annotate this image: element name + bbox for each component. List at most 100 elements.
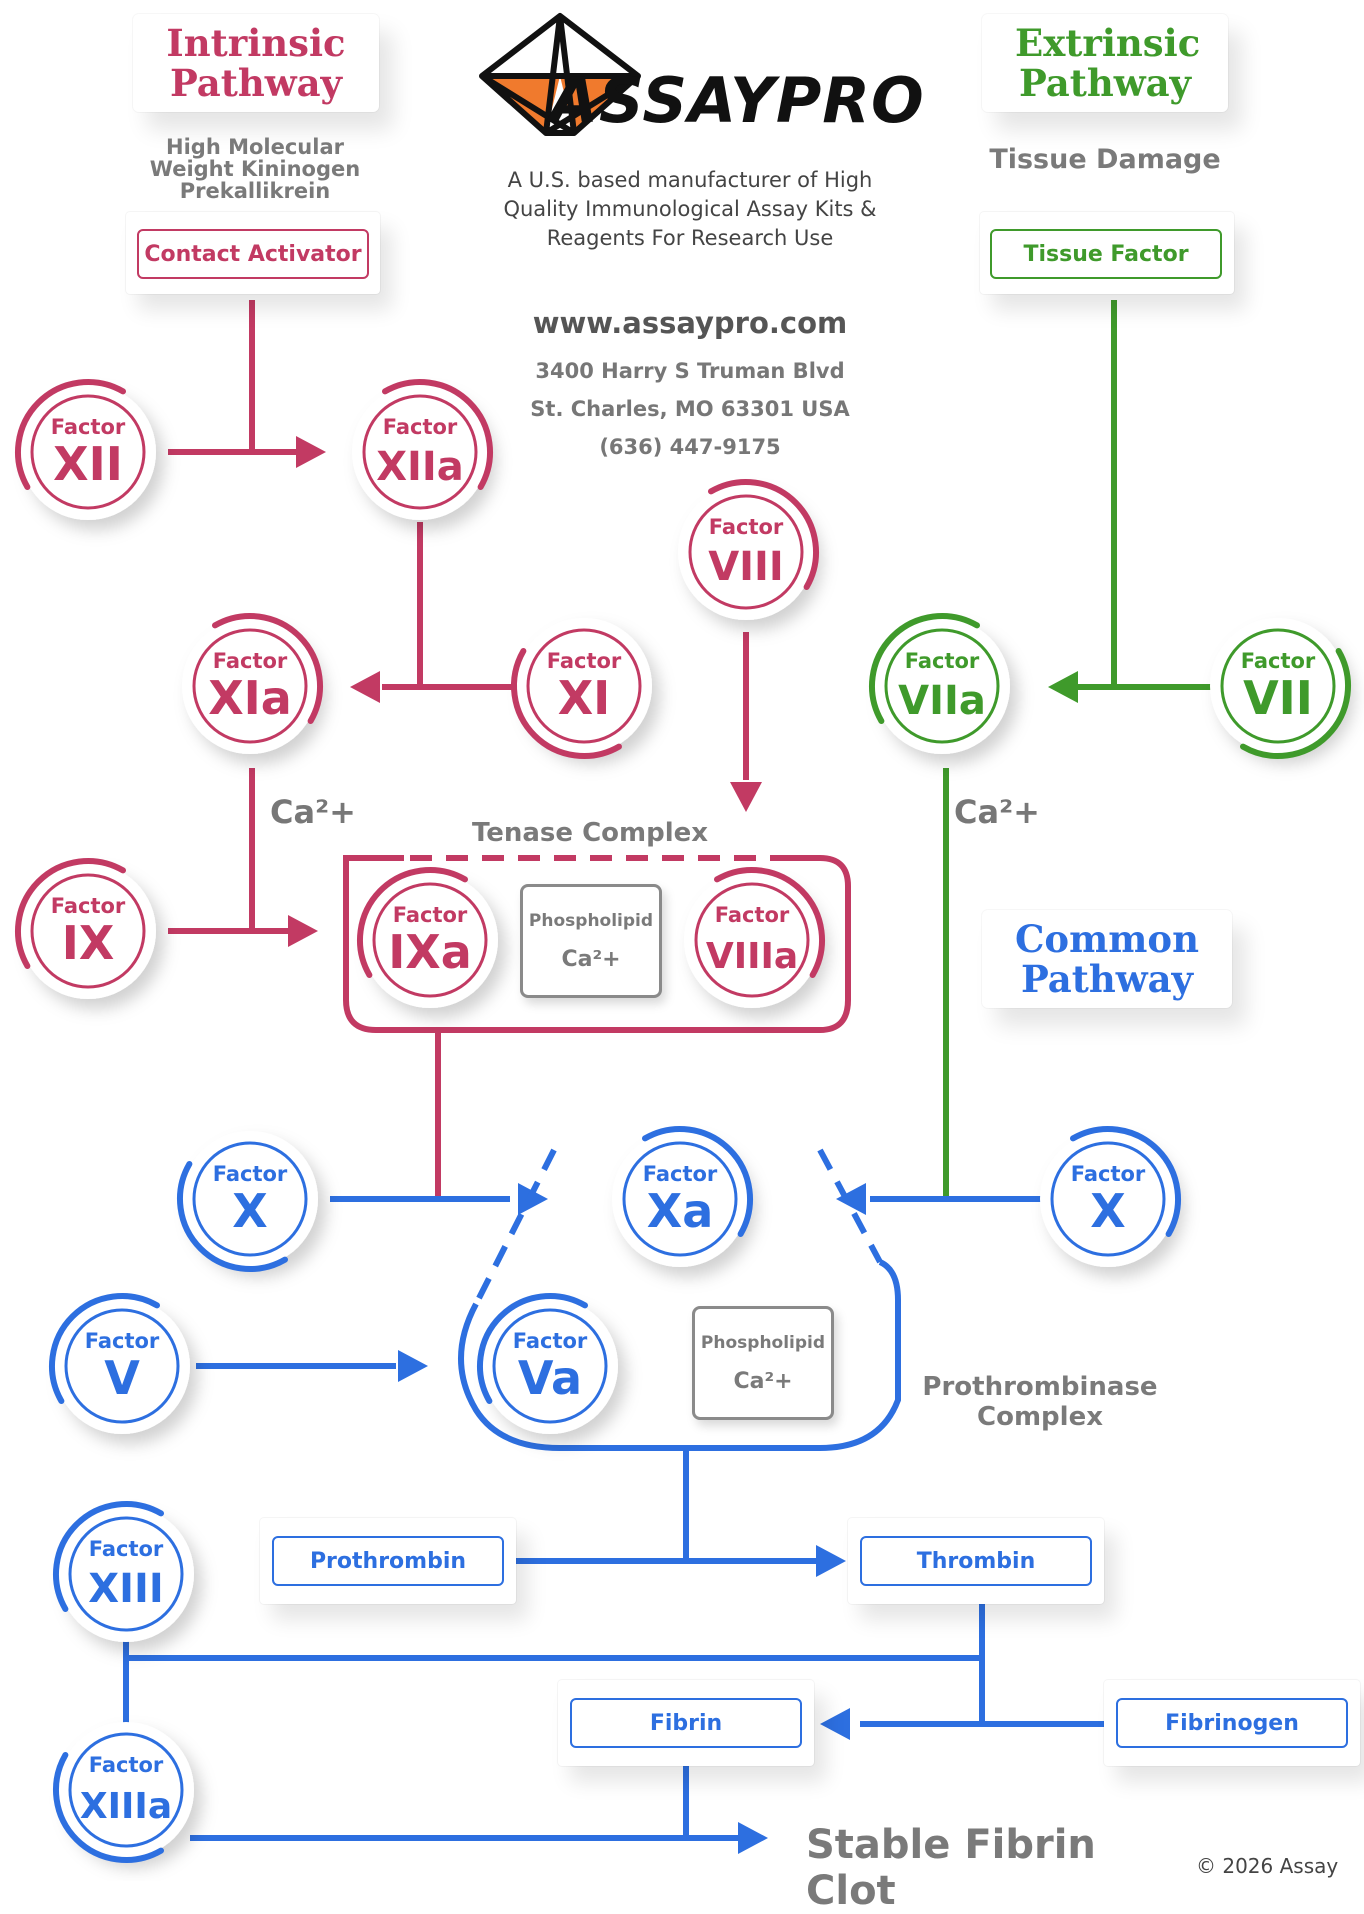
company-address: 3400 Harry S Truman Blvd St. Charles, MO…: [450, 352, 930, 466]
calcium-label-right: Ca²+: [954, 793, 1040, 831]
x-left-to-xa-arrow: [518, 1183, 548, 1215]
factor-word-label: Factor: [547, 649, 622, 673]
factor-badge-arc: [642, 1126, 753, 1237]
extrinsic-pathway-title: Extrinsic Pathway: [982, 14, 1228, 112]
company-website[interactable]: www.assaypro.com: [532, 306, 848, 340]
factor-word-label: Factor: [51, 415, 126, 439]
company-logo: ASSAYPRO: [450, 8, 930, 143]
factor-name-label: XIa: [208, 671, 292, 725]
factor-badge-arc: [382, 379, 493, 490]
factor-badge-arc: [212, 613, 323, 724]
factor-name-label: VIIIa: [706, 936, 798, 977]
prothrombinase-phospholipid-label: Phospholipid: [700, 1332, 826, 1353]
factor-word-label: Factor: [213, 1162, 288, 1186]
substrate-hmwk-1: High Molecular: [166, 135, 344, 159]
prothrombin-to-thrombin-arrow: [816, 1545, 846, 1577]
factor-word-label: Factor: [709, 515, 784, 539]
prothrombinase-line-1: Prothrombinase: [922, 1372, 1158, 1402]
tagline-line-2: Quality Immunological Assay Kits &: [503, 197, 877, 221]
contact-activator-box: Contact Activator: [137, 229, 369, 279]
factor-word-label: Factor: [383, 415, 458, 439]
factor-badge-arc: [708, 479, 819, 590]
factor-name-label: X: [1090, 1184, 1125, 1238]
factor-badge-arc: [15, 379, 126, 490]
factor-badge-ring: [688, 494, 804, 610]
factor-word-label: Factor: [715, 903, 790, 927]
factor-word-label: Factor: [85, 1329, 160, 1353]
tissue-factor-box: Tissue Factor: [990, 229, 1222, 279]
factor-badge-arc: [53, 1752, 164, 1863]
umbrella-logo-icon: [479, 13, 641, 136]
prothrombin-box: Prothrombin: [272, 1536, 504, 1586]
xia-arrow: [350, 671, 380, 703]
factor-badge-arc: [49, 1293, 160, 1404]
factor-badge-arc: [1240, 648, 1351, 759]
factor-badge-arc: [1070, 1126, 1181, 1237]
copyright-label: © 2026 Assay: [1196, 1854, 1339, 1878]
address-line-2: St. Charles, MO 63301 USA: [530, 397, 850, 421]
intrinsic-substrates: High Molecular Weight Kininogen Prekalli…: [120, 136, 390, 202]
factor-word-label: Factor: [1071, 1162, 1146, 1186]
tenase-complex-label: Tenase Complex: [471, 818, 709, 848]
factor-name-label: V: [104, 1351, 140, 1405]
common-pathway-title: Common Pathway: [982, 910, 1232, 1008]
xiia-to-xia-line: [382, 522, 423, 690]
fibrinogen-box: Fibrinogen: [1116, 1698, 1348, 1748]
vii-to-viia-arrow: [1048, 671, 1078, 703]
factor-badge-ring: [192, 1141, 308, 1257]
phone-number: (636) 447-9175: [599, 435, 781, 459]
factor-name-label: VIII: [708, 544, 784, 590]
fibrin-box: Fibrin: [570, 1698, 802, 1748]
factor-name-label: XII: [53, 437, 123, 491]
prothrombinase-complex-outline: [458, 1259, 901, 1451]
tenase-complex-outline: [343, 855, 851, 1033]
company-tagline: A U.S. based manufacturer of High Qualit…: [450, 166, 930, 253]
factor-word-label: Factor: [1241, 649, 1316, 673]
factor-word-label: Factor: [51, 894, 126, 918]
factor-badge-arc: [869, 613, 980, 724]
factor-badge-ring: [64, 1308, 180, 1424]
v-to-va-arrow: [398, 1350, 428, 1382]
factor-badge-ring: [372, 882, 488, 998]
prothrombinase-dashed-left: [473, 1148, 557, 1306]
common-pathway-title-text: Common Pathway: [1014, 917, 1199, 1001]
factor-word-label: Factor: [905, 649, 980, 673]
intrinsic-pathway-title: Intrinsic Pathway: [133, 14, 379, 112]
factor-badge-arc: [15, 858, 126, 969]
factor-badge-arc: [177, 1161, 288, 1272]
tenase-phospholipid-label: Phospholipid: [528, 910, 654, 931]
factor-name-label: Xa: [647, 1184, 714, 1238]
intrinsic-pathway-title-text: Intrinsic Pathway: [166, 21, 346, 105]
factor-word-label: Factor: [213, 649, 288, 673]
ix-to-tenase-arrow: [288, 915, 318, 947]
logo-wordmark: ASSAYPRO: [550, 64, 925, 137]
factor-badge-ring: [362, 394, 478, 510]
calcium-label-left: Ca²+: [270, 793, 356, 831]
factor-badge-ring: [526, 628, 642, 744]
factor-name-label: X: [232, 1184, 267, 1238]
factor-badge-ring: [1220, 628, 1336, 744]
xii-to-xiia-arrow: [296, 436, 326, 468]
stable-fibrin-clot-label: Stable Fibrin Clot: [806, 1822, 1096, 1914]
factor-badge-arc: [53, 1501, 164, 1612]
fibrinogen-to-fibrin-arrow: [820, 1708, 850, 1740]
factor-name-label: IX: [62, 916, 115, 970]
factor-name-label: XIIIa: [80, 1786, 172, 1827]
factor-name-label: XIIa: [376, 444, 464, 490]
extrinsic-pathway-title-text: Extrinsic Pathway: [1015, 21, 1201, 105]
factor-badge-arc: [714, 867, 825, 978]
tissue-damage-label: Tissue Damage: [989, 144, 1221, 175]
